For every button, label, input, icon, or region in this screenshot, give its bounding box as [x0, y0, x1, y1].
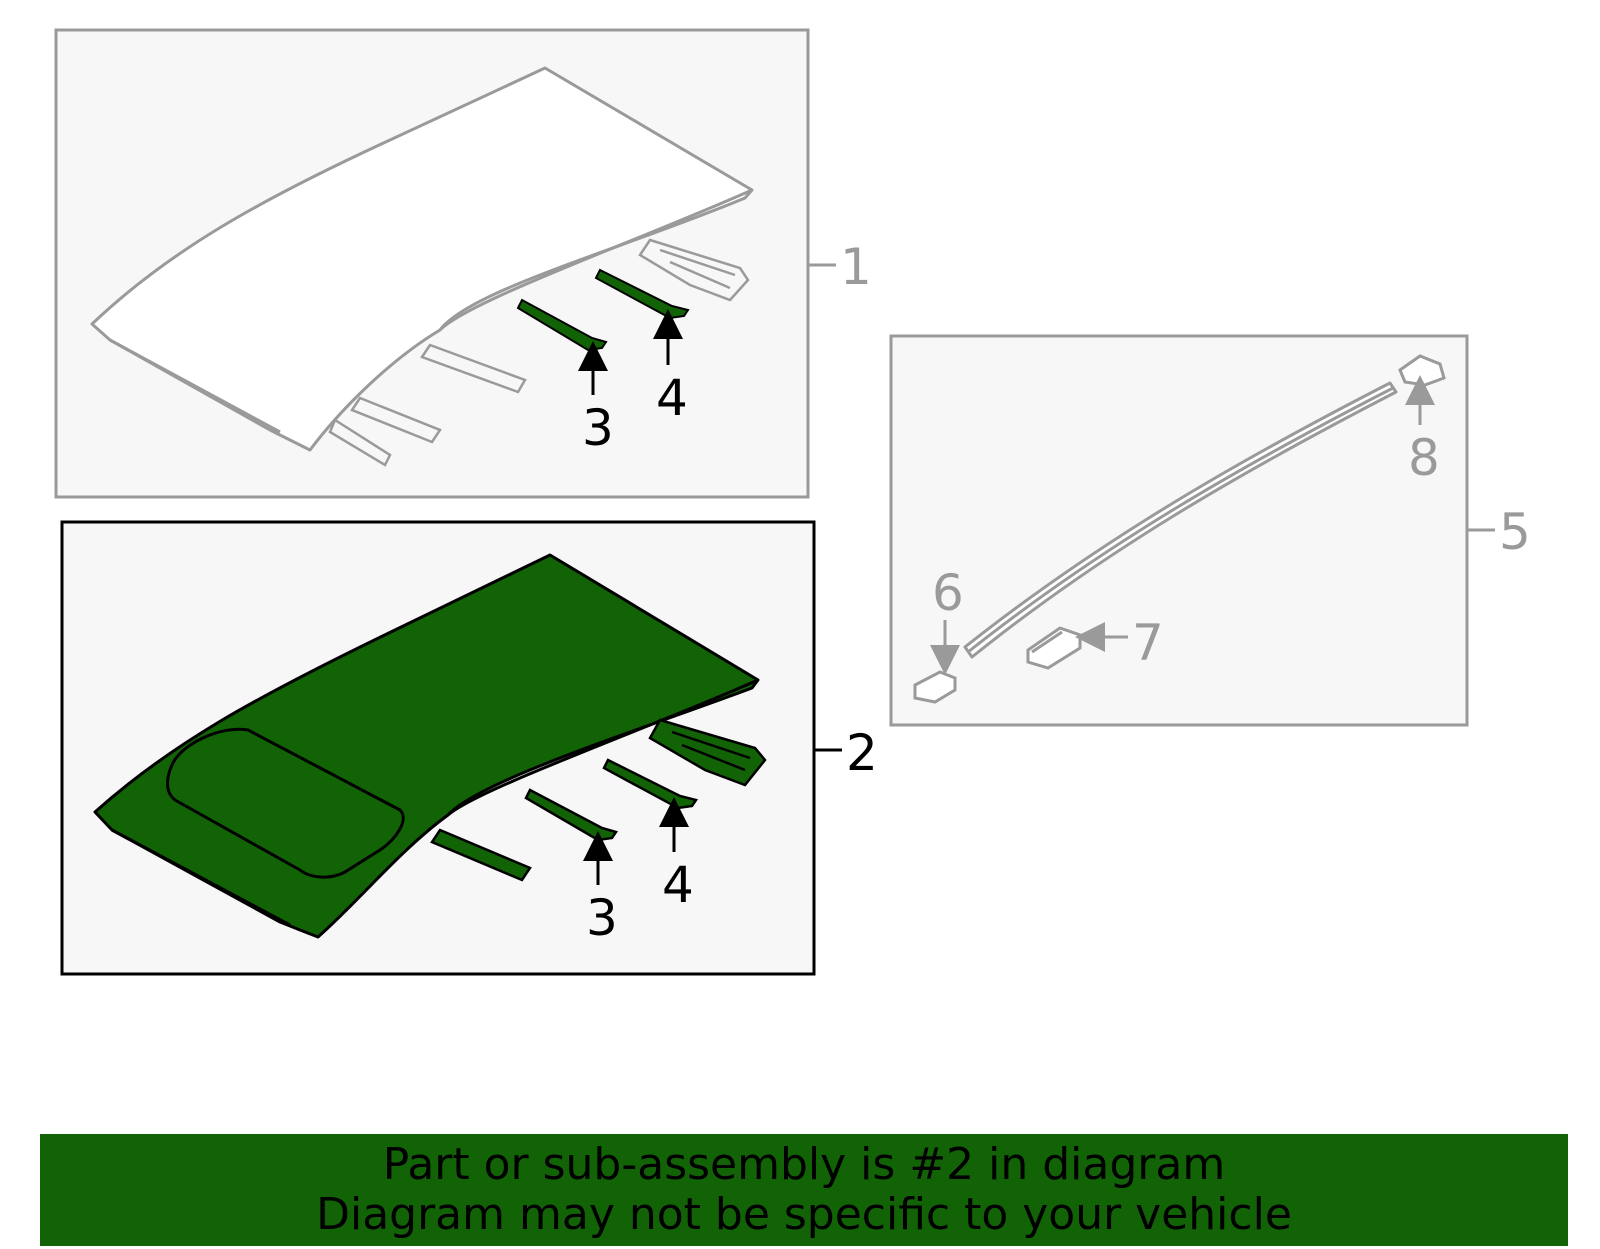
callout-5: 5 [1499, 503, 1531, 561]
callout-8: 8 [1408, 429, 1440, 487]
callout-6: 6 [932, 564, 964, 622]
cross-members-grey [328, 238, 750, 467]
panel-roof-panel-sunroof: 2 3 4 [60, 520, 878, 976]
callout-3-bottom: 3 [586, 889, 618, 947]
roof-molding-strip [963, 381, 1398, 659]
callout-1: 1 [840, 238, 872, 296]
callout-4-top: 4 [656, 369, 688, 427]
banner-line-part: Part or sub-assembly is #2 in diagram [382, 1139, 1226, 1190]
roof-panel-highlighted [93, 553, 760, 939]
info-banner: Part or sub-assembly is #2 in diagram Di… [40, 1134, 1568, 1246]
banner-line-disclaimer: Diagram may not be specific to your vehi… [316, 1189, 1292, 1240]
callout-7: 7 [1132, 614, 1164, 672]
callout-3-top: 3 [582, 399, 614, 457]
roof-bows-top [516, 268, 690, 352]
callout-2: 2 [846, 724, 878, 782]
cross-members-highlighted [430, 718, 767, 882]
callout-4-bottom: 4 [662, 856, 694, 914]
panel-roof-molding: 5 6 7 8 [889, 334, 1531, 727]
roof-outline-grey [90, 66, 754, 452]
panel-roof-assembly: 1 3 4 [54, 28, 872, 499]
